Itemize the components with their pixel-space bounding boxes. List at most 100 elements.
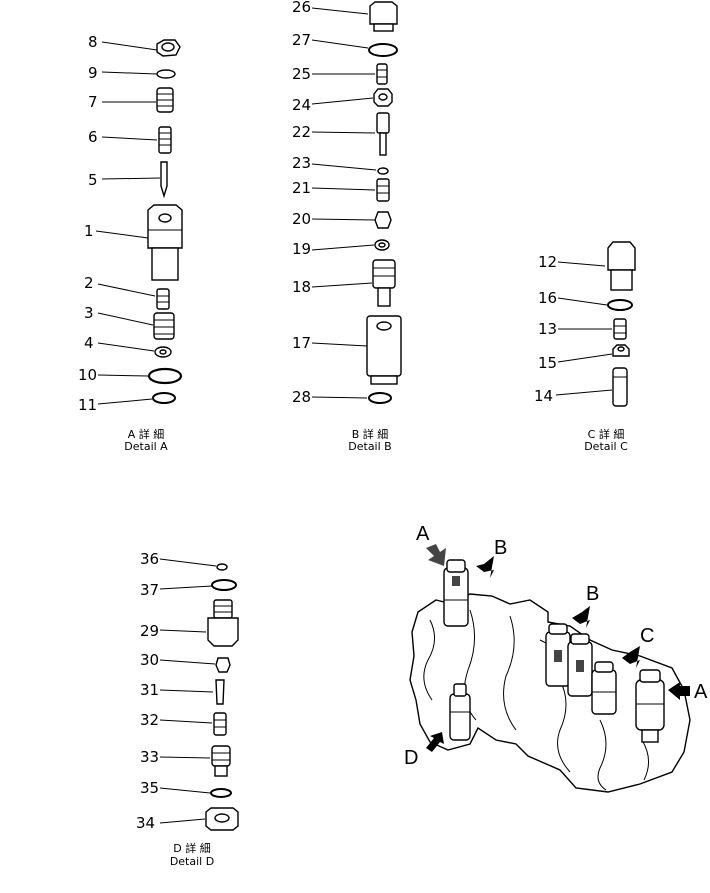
part-28-o-ring: 28 — [292, 388, 392, 406]
part-13-spring: 13 — [538, 318, 627, 340]
svg-text:D: D — [404, 747, 418, 769]
svg-text:36: 36 — [140, 550, 159, 568]
svg-text:15: 15 — [538, 354, 557, 372]
svg-text:30: 30 — [140, 651, 159, 669]
part-17-body: 17 — [292, 315, 402, 385]
svg-text:C: C — [640, 625, 654, 647]
valve-a-top — [443, 559, 469, 627]
part-20-poppet: 20 — [292, 210, 392, 229]
part-16-o-ring: 16 — [538, 289, 633, 311]
detail-c: 12 16 13 15 14 — [534, 241, 636, 453]
part-6-spring: 6 — [88, 126, 172, 154]
arrow-a-right: A — [668, 681, 708, 703]
svg-text:32: 32 — [140, 711, 159, 729]
part-2-spring: 2 — [84, 274, 170, 310]
svg-text:11: 11 — [78, 396, 97, 414]
valve-block — [409, 593, 691, 793]
part-35-o-ring: 35 — [140, 779, 232, 798]
svg-text:33: 33 — [140, 748, 159, 766]
detail-d-caption-jp: D 詳 細 — [173, 841, 210, 855]
svg-text:1: 1 — [84, 222, 94, 240]
svg-text:28: 28 — [292, 388, 311, 406]
svg-text:9: 9 — [88, 64, 98, 82]
part-19-seat: 19 — [292, 239, 390, 258]
part-22-piston: 22 — [292, 112, 390, 156]
part-14-piston: 14 — [534, 367, 628, 407]
part-21-spring: 21 — [292, 178, 390, 202]
svg-text:35: 35 — [140, 779, 159, 797]
valve-c — [591, 661, 617, 715]
part-25-spring: 25 — [292, 63, 388, 85]
svg-text:24: 24 — [292, 96, 311, 114]
svg-text:22: 22 — [292, 123, 311, 141]
svg-text:29: 29 — [140, 622, 159, 640]
arrow-a-top: A — [416, 523, 446, 566]
svg-text:21: 21 — [292, 179, 311, 197]
detail-a: 8 9 7 6 5 — [78, 33, 183, 453]
svg-text:8: 8 — [88, 33, 98, 51]
valve-assembly-view: A B B C A D — [404, 523, 708, 793]
detail-d: 36 37 29 30 31 — [136, 550, 239, 868]
part-1-valve-body: 1 — [84, 204, 183, 281]
valve-b-mid — [545, 623, 593, 697]
part-7-adjust-screw: 7 — [88, 87, 174, 113]
arrow-b-mid: B — [572, 583, 599, 628]
svg-text:10: 10 — [78, 366, 97, 384]
part-11-o-ring: 11 — [78, 392, 176, 414]
arrow-c: C — [622, 625, 654, 668]
svg-text:2: 2 — [84, 274, 94, 292]
svg-text:17: 17 — [292, 334, 311, 352]
svg-text:14: 14 — [534, 387, 553, 405]
svg-text:27: 27 — [292, 31, 311, 49]
svg-text:12: 12 — [538, 253, 557, 271]
arrow-d: D — [404, 732, 444, 769]
part-5-poppet: 5 — [88, 161, 168, 199]
svg-text:16: 16 — [538, 289, 557, 307]
part-37-o-ring: 37 — [140, 579, 237, 599]
svg-text:A: A — [416, 523, 430, 545]
svg-text:19: 19 — [292, 240, 311, 258]
part-34-nut: 34 — [136, 807, 239, 832]
part-18-sleeve: 18 — [292, 259, 396, 307]
svg-text:26: 26 — [292, 0, 311, 16]
part-29-valve-body: 29 — [140, 599, 239, 647]
valve-a-right — [635, 669, 665, 743]
svg-text:B: B — [586, 583, 599, 605]
svg-text:3: 3 — [84, 304, 94, 322]
svg-text:23: 23 — [292, 154, 311, 172]
part-32-spring: 32 — [140, 711, 227, 736]
detail-b-caption-jp: B 詳 細 — [352, 427, 389, 441]
svg-text:25: 25 — [292, 65, 311, 83]
part-26-plug: 26 — [292, 0, 398, 32]
svg-text:18: 18 — [292, 278, 311, 296]
svg-text:7: 7 — [88, 93, 98, 111]
detail-b-caption-en: Detail B — [348, 440, 391, 453]
part-3-sleeve: 3 — [84, 304, 175, 340]
part-12-plug: 12 — [538, 241, 636, 291]
svg-text:4: 4 — [84, 334, 94, 352]
svg-text:13: 13 — [538, 320, 557, 338]
part-36-ring: 36 — [140, 550, 228, 571]
part-27-o-ring: 27 — [292, 31, 398, 57]
part-24-nut: 24 — [292, 88, 393, 114]
svg-text:6: 6 — [88, 128, 98, 146]
detail-c-caption-jp: C 詳 細 — [588, 427, 625, 441]
svg-text:A: A — [694, 681, 708, 703]
detail-b: 26 27 25 24 22 — [292, 0, 402, 453]
detail-a-caption-en: Detail A — [124, 440, 168, 453]
part-33-sleeve: 33 — [140, 745, 231, 777]
part-9-o-ring: 9 — [88, 64, 176, 82]
part-15-seat: 15 — [538, 344, 630, 372]
svg-text:37: 37 — [140, 581, 159, 599]
part-31-piston: 31 — [140, 679, 225, 705]
detail-a-caption-jp: A 詳 細 — [128, 427, 165, 441]
part-30-poppet: 30 — [140, 651, 231, 673]
svg-text:34: 34 — [136, 814, 155, 832]
part-4-seat: 4 — [84, 334, 172, 358]
svg-text:20: 20 — [292, 210, 311, 228]
detail-c-caption-en: Detail C — [584, 440, 628, 453]
svg-text:5: 5 — [88, 171, 98, 189]
valve-d — [449, 683, 471, 741]
detail-d-caption-en: Detail D — [170, 855, 214, 868]
